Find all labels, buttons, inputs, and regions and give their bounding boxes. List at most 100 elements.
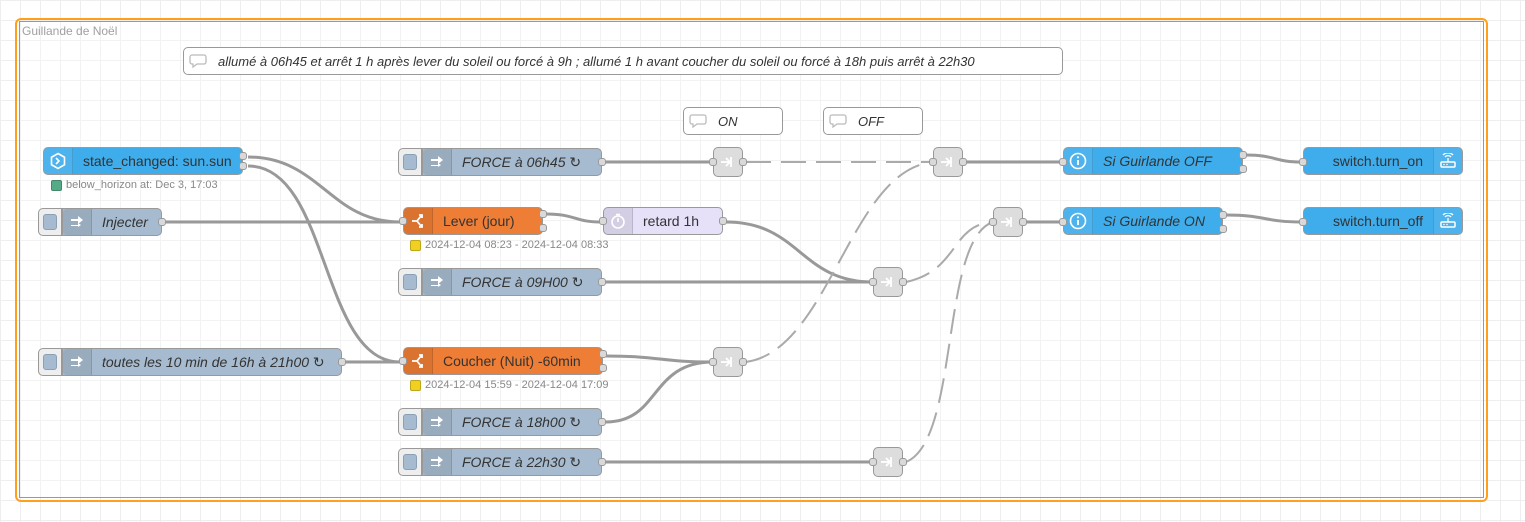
output-port[interactable] xyxy=(899,278,907,286)
wire xyxy=(247,164,401,364)
node-label: Si Guirlande OFF xyxy=(1103,153,1212,169)
link-junction-icon xyxy=(881,457,892,467)
output-port[interactable] xyxy=(539,224,547,232)
inject-node-force-0645[interactable]: FORCE à 06h45 ↻ xyxy=(422,148,602,176)
node-label: FORCE à 06h45 ↻ xyxy=(462,153,582,170)
wire xyxy=(605,360,714,424)
inject-node-injecter[interactable]: Injecter xyxy=(62,208,162,236)
output-port[interactable] xyxy=(959,158,967,166)
node-label: state_changed: sun.sun xyxy=(83,153,232,169)
delay-node-retard[interactable]: retard 1h xyxy=(603,207,723,235)
input-port[interactable] xyxy=(1059,218,1067,226)
link-node-f[interactable] xyxy=(993,207,1023,237)
inject-arrow-icon xyxy=(423,269,452,295)
inject-arrow-icon xyxy=(423,149,452,175)
inject-arrow-icon xyxy=(423,409,452,435)
inject-trigger-button[interactable] xyxy=(398,268,422,296)
speech-bubble-icon xyxy=(824,114,852,128)
output-port[interactable] xyxy=(338,358,346,366)
link-wire xyxy=(745,161,934,363)
output-port[interactable] xyxy=(598,418,606,426)
input-port[interactable] xyxy=(709,358,717,366)
inject-trigger-button[interactable] xyxy=(38,208,62,236)
comment-node-schedule[interactable]: allumé à 06h45 et arrêt 1 h après lever … xyxy=(183,47,1063,75)
output-port[interactable] xyxy=(599,364,607,372)
flow-group-inner-border xyxy=(19,21,1484,498)
output-port[interactable] xyxy=(719,217,727,225)
sun-node-coucher[interactable]: Coucher (Nuit) -60min xyxy=(403,347,603,375)
condition-node-si-off[interactable]: Si Guirlande OFF xyxy=(1063,147,1243,175)
output-port[interactable] xyxy=(1219,225,1227,233)
service-node-turn-off[interactable]: switch.turn_off xyxy=(1303,207,1463,235)
output-port[interactable] xyxy=(739,358,747,366)
link-junction-icon xyxy=(941,157,952,167)
node-label: switch.turn_off xyxy=(1332,213,1423,229)
condition-node-si-on[interactable]: Si Guirlande ON xyxy=(1063,207,1223,235)
wire xyxy=(545,212,601,224)
output-port[interactable] xyxy=(158,218,166,226)
sun-node-lever[interactable]: Lever (jour) xyxy=(403,207,543,235)
output-port[interactable] xyxy=(598,278,606,286)
node-label: Si Guirlande ON xyxy=(1103,213,1205,229)
wire xyxy=(1245,153,1302,164)
output-port[interactable] xyxy=(539,210,547,218)
split-arrow-icon xyxy=(404,348,433,374)
output-port[interactable] xyxy=(1239,165,1247,173)
inject-trigger-button[interactable] xyxy=(398,448,422,476)
output-port[interactable] xyxy=(739,158,747,166)
state-changed-node[interactable]: state_changed: sun.sun xyxy=(43,147,243,175)
output-port[interactable] xyxy=(598,158,606,166)
input-port[interactable] xyxy=(989,218,997,226)
output-port[interactable] xyxy=(598,458,606,466)
status-dot xyxy=(410,239,421,251)
output-port[interactable] xyxy=(1239,151,1247,159)
inject-trigger-button[interactable] xyxy=(38,348,62,376)
inject-node-force-0900[interactable]: FORCE à 09H00 ↻ xyxy=(422,268,602,296)
inject-arrow-icon xyxy=(63,349,92,375)
link-junction-icon xyxy=(1001,217,1012,227)
output-port[interactable] xyxy=(1219,211,1227,219)
group-label: Guillande de Noël xyxy=(22,24,118,38)
node-label: FORCE à 22h30 ↻ xyxy=(462,453,582,470)
input-port[interactable] xyxy=(869,458,877,466)
timer-icon xyxy=(604,208,633,234)
router-icon xyxy=(1433,148,1462,174)
input-port[interactable] xyxy=(1299,158,1307,166)
flow-group-frame[interactable] xyxy=(15,18,1488,502)
input-port[interactable] xyxy=(599,217,607,225)
input-port[interactable] xyxy=(929,158,937,166)
node-label: toutes les 10 min de 16h à 21h00 ↻ xyxy=(102,353,325,370)
link-node-d[interactable] xyxy=(713,347,743,377)
comment-node-on[interactable]: ON xyxy=(683,107,783,135)
split-arrow-icon xyxy=(404,208,433,234)
inject-node-force-1800[interactable]: FORCE à 18h00 ↻ xyxy=(422,408,602,436)
link-node-c[interactable] xyxy=(873,267,903,297)
service-node-turn-on[interactable]: switch.turn_on xyxy=(1303,147,1463,175)
link-junction-icon xyxy=(721,157,732,167)
link-node-b[interactable] xyxy=(933,147,963,177)
output-port[interactable] xyxy=(1019,218,1027,226)
inject-node-force-2230[interactable]: FORCE à 22h30 ↻ xyxy=(422,448,602,476)
comment-text: allumé à 06h45 et arrêt 1 h après lever … xyxy=(218,53,975,69)
input-port[interactable] xyxy=(399,217,407,225)
input-port[interactable] xyxy=(869,278,877,286)
output-port[interactable] xyxy=(899,458,907,466)
link-wire xyxy=(905,221,994,283)
wire xyxy=(247,155,401,224)
input-port[interactable] xyxy=(709,158,717,166)
input-port[interactable] xyxy=(1299,218,1307,226)
wire xyxy=(1225,213,1302,224)
input-port[interactable] xyxy=(399,357,407,365)
node-label: retard 1h xyxy=(643,213,700,229)
output-port[interactable] xyxy=(599,350,607,358)
inject-node-toutes[interactable]: toutes les 10 min de 16h à 21h00 ↻ xyxy=(62,348,342,376)
node-status: 2024-12-04 08:23 - 2024-12-04 08:33 xyxy=(410,239,608,251)
input-port[interactable] xyxy=(1059,158,1067,166)
inject-trigger-button[interactable] xyxy=(398,148,422,176)
comment-node-off[interactable]: OFF xyxy=(823,107,923,135)
link-junction-icon xyxy=(881,277,892,287)
node-label: Lever (jour) xyxy=(443,213,515,229)
output-port[interactable] xyxy=(239,162,247,170)
output-port[interactable] xyxy=(239,152,247,160)
inject-trigger-button[interactable] xyxy=(398,408,422,436)
